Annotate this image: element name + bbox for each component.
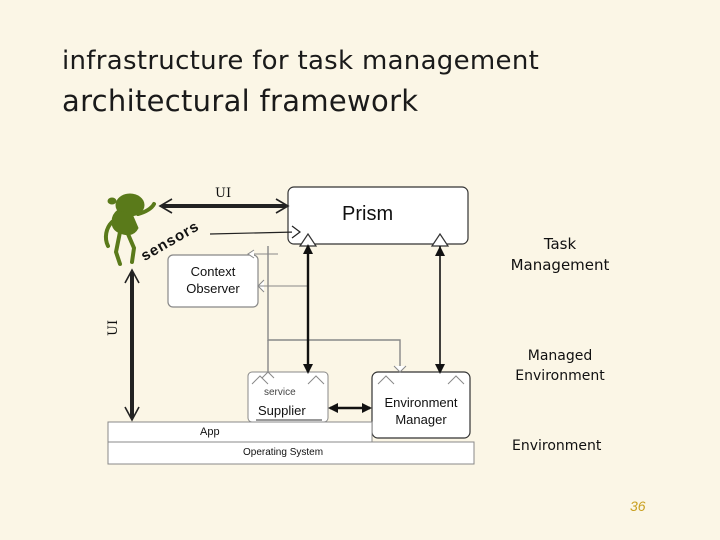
environment-label: Environment (512, 438, 602, 454)
prism-label: Prism (342, 203, 394, 225)
app-label: App (200, 426, 220, 438)
context-observer-label: Context Observer (168, 263, 258, 297)
task-management-label: Task Management (500, 234, 620, 276)
environment-manager-line2: Manager (395, 412, 447, 427)
task-management-line1: Task (543, 235, 577, 253)
os-bar (107, 441, 475, 465)
slide-number: 36 (630, 498, 646, 514)
operating-system-label: Operating System (243, 447, 324, 458)
service-label: service (264, 387, 296, 398)
managed-environment-line1: Managed (527, 348, 593, 364)
app-bar (107, 421, 373, 443)
prism-box (287, 186, 469, 245)
environment-manager-label: Environment Manager (372, 394, 470, 428)
slide-title-line1: infrastructure for task management (62, 46, 540, 76)
slide-title-line2: architectural framework (62, 84, 419, 118)
supplier-label: Supplier (258, 403, 306, 418)
dashed-connector (267, 246, 401, 372)
managed-environment-label: Managed Environment (500, 346, 620, 386)
environment-manager-line1: Environment (384, 395, 458, 410)
managed-environment-line2: Environment (515, 368, 605, 384)
user-figure-icon (103, 193, 156, 266)
environment-manager-box (371, 371, 471, 439)
context-observer-line2: Observer (186, 281, 240, 296)
context-observer-box (167, 254, 259, 308)
ui-left-label: UI (106, 319, 121, 336)
ui-top-label: UI (215, 186, 232, 201)
task-management-line2: Management (510, 256, 610, 274)
context-observer-line1: Context (190, 264, 236, 279)
